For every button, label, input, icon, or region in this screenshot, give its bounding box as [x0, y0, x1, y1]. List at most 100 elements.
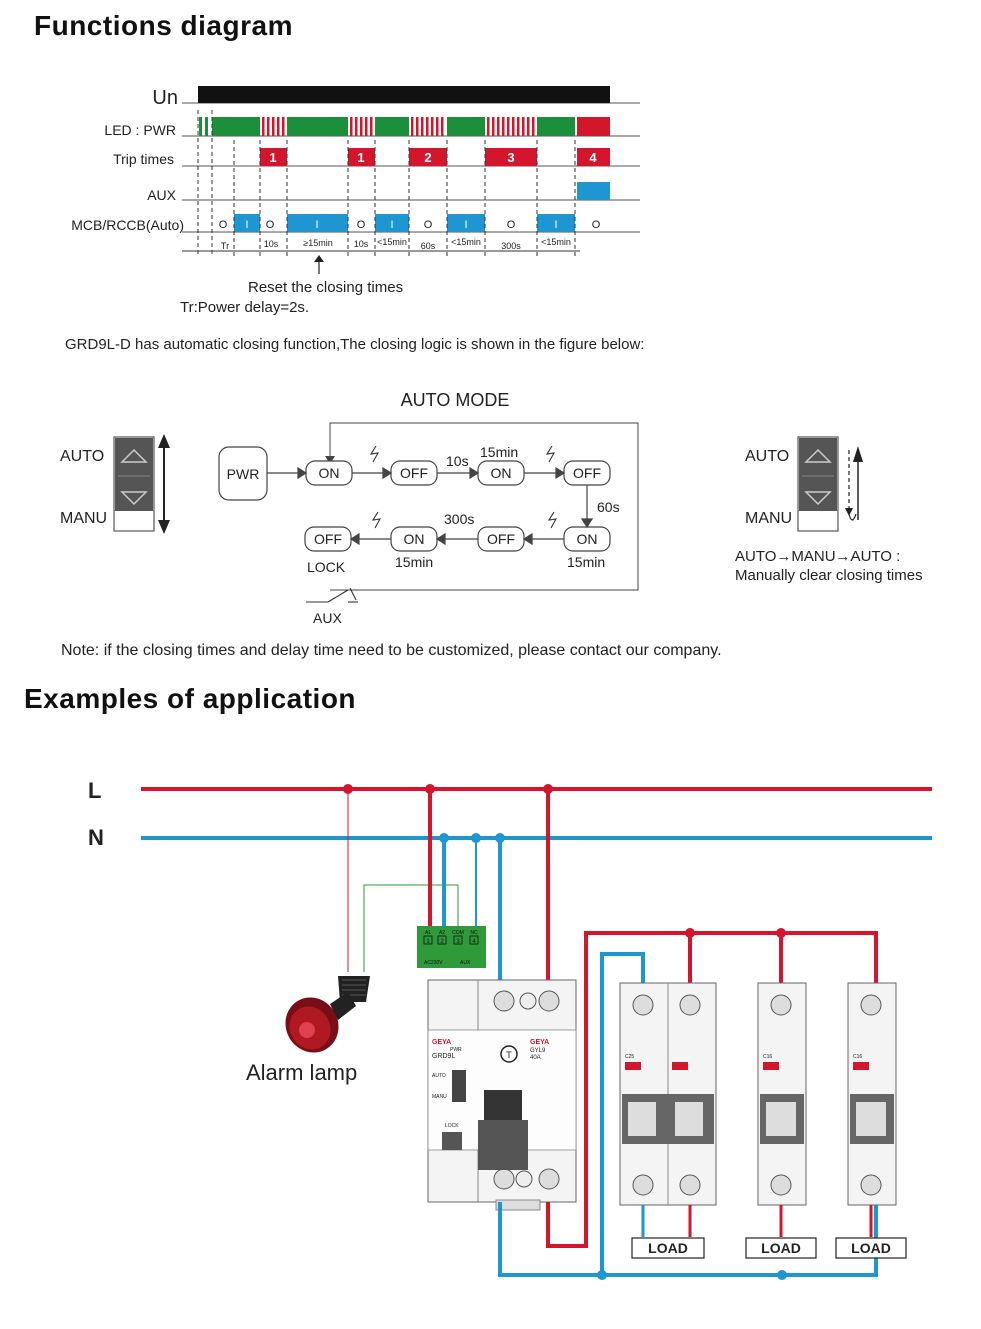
svg-text:AUTO: AUTO [432, 1073, 446, 1079]
mcb-state: I [315, 219, 318, 231]
state-on: ON [404, 531, 425, 547]
trip-number: 3 [507, 150, 514, 165]
trip-number: 1 [357, 150, 364, 165]
svg-text:1: 1 [426, 939, 430, 945]
state-off: OFF [487, 531, 515, 547]
mcb-1pole: C16 [757, 982, 807, 1206]
row-label-led: LED : PWR [104, 122, 176, 138]
lock-label: LOCK [307, 559, 346, 575]
mcb-state: I [245, 219, 248, 231]
svg-text:A2: A2 [439, 930, 445, 936]
trip-markers: 1 1 2 3 4 [260, 148, 610, 166]
mcb-state: O [507, 219, 516, 231]
rcbo-device: GEYA GEYA GRD9L PWR GYL9 40A AUTO MANU L… [427, 979, 577, 1211]
svg-text:T: T [506, 1050, 512, 1060]
delay-15min: 15min [395, 554, 433, 570]
switch-note-2: Manually clear closing times [735, 567, 923, 584]
row-label-mcb: MCB/RCCB(Auto) [71, 217, 184, 233]
switch-manu-label: MANU [60, 510, 107, 527]
alarm-lamp-label: Alarm lamp [246, 1060, 357, 1085]
switch-auto-label: AUTO [745, 448, 789, 465]
svg-text:PWR: PWR [450, 1047, 462, 1053]
mcb-state: I [464, 219, 467, 231]
delay-15min: 15min [480, 444, 518, 460]
svg-text:3: 3 [456, 939, 460, 945]
row-label-un: Un [152, 87, 178, 109]
mcb-state: O [424, 219, 433, 231]
trip-number: 4 [589, 150, 597, 165]
load-label: LOAD [648, 1240, 688, 1256]
svg-text:GEYA: GEYA [530, 1039, 549, 1046]
trip-number: 1 [269, 150, 276, 165]
trip-number: 2 [424, 150, 431, 165]
delay-300s: 300s [444, 511, 474, 527]
state-on: ON [319, 465, 340, 481]
switch-note-1: AUTO→MANU→AUTO : [735, 548, 900, 565]
svg-text:LOCK: LOCK [445, 1123, 459, 1129]
svg-text:4: 4 [472, 939, 476, 945]
mcb-2pole: C25 [619, 982, 717, 1206]
intro-text: GRD9L-D has automatic closing function,T… [65, 336, 645, 353]
svg-text:GRD9L: GRD9L [432, 1053, 455, 1060]
mcb-state: I [390, 219, 393, 231]
svg-text:C16: C16 [853, 1054, 862, 1060]
svg-text:2: 2 [440, 939, 444, 945]
row-label-aux: AUX [147, 187, 176, 203]
examples-title: Examples of application [24, 683, 357, 714]
svg-text:AUX: AUX [460, 960, 471, 966]
delay-60s: 60s [597, 499, 620, 515]
interval-label: Tr [221, 241, 229, 251]
state-off: OFF [573, 465, 601, 481]
state-on: ON [491, 465, 512, 481]
wiring-diagram: L N A1 A2 COM NC 1 2 3 4 AC230V [88, 778, 932, 1280]
mcb-state: O [357, 219, 366, 231]
interval-label: <15min [541, 237, 571, 247]
svg-text:AC230V: AC230V [424, 960, 443, 966]
mcb-state: O [266, 219, 275, 231]
svg-text:NC: NC [470, 930, 478, 936]
state-off: OFF [400, 465, 428, 481]
mcb-state: O [219, 219, 228, 231]
tr-note: Tr:Power delay=2s. [180, 299, 310, 316]
timing-diagram: Un LED : PWR Trip times AUX MCB/RCCB(Aut… [71, 86, 640, 274]
row-label-trip: Trip times [113, 151, 174, 167]
customize-note: Note: if the closing times and delay tim… [61, 642, 722, 659]
svg-text:C16: C16 [763, 1054, 772, 1060]
auto-manu-switch-left [113, 434, 170, 534]
up-arrow-icon [314, 255, 324, 262]
reset-label: Reset the closing times [248, 279, 404, 296]
svg-text:GYL9: GYL9 [530, 1048, 546, 1054]
mcb-state: O [592, 219, 601, 231]
aux-contact-icon [306, 587, 358, 603]
trip-lightning-icon [369, 445, 558, 529]
delay-10s: 10s [446, 453, 469, 469]
interval-label: 60s [421, 241, 436, 251]
svg-text:COM: COM [452, 930, 464, 936]
svg-text:40A: 40A [530, 1055, 541, 1061]
led-pwr-signal [199, 117, 610, 136]
svg-text:C25: C25 [625, 1054, 634, 1060]
interval-label: <15min [451, 237, 481, 247]
interval-label: <15min [377, 237, 407, 247]
alarm-lamp-icon [285, 976, 370, 1053]
aux-signal [577, 182, 610, 200]
aux-label: AUX [313, 610, 342, 626]
mcb-1pole: C16 [847, 982, 897, 1206]
mcb-state: I [554, 219, 557, 231]
auto-mode-title: AUTO MODE [401, 390, 510, 410]
un-bar [198, 86, 610, 103]
switch-auto-label: AUTO [60, 448, 104, 465]
state-off: OFF [314, 531, 342, 547]
svg-text:MANU: MANU [432, 1094, 447, 1100]
state-on: ON [577, 531, 598, 547]
pwr-box: PWR [227, 466, 260, 482]
interval-label: ≥15min [303, 238, 332, 248]
mcb-signal [234, 214, 575, 232]
auto-mode-diagram: AUTO MODE AUTO MANU PWR ON OFF ON OFF ON… [60, 390, 923, 626]
interval-label: 300s [501, 241, 521, 251]
line-l-label: L [88, 778, 101, 803]
load-label: LOAD [851, 1240, 891, 1256]
switch-manu-label: MANU [745, 510, 792, 527]
svg-text:GEYA: GEYA [432, 1039, 451, 1046]
interval-label: 10s [354, 239, 369, 249]
